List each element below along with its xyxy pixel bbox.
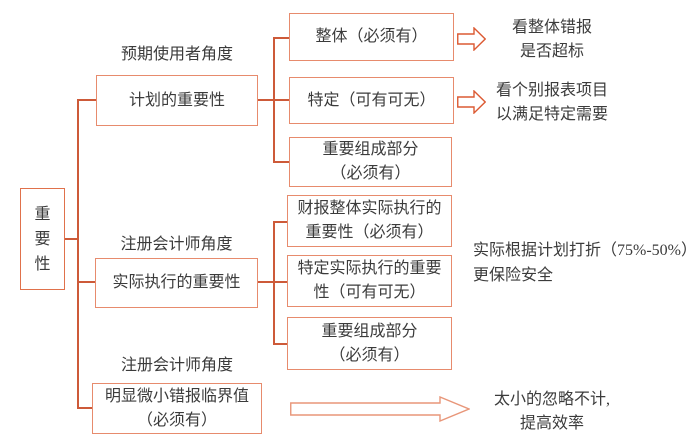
node-specific-performance-line2: 性（可有可无） [313,284,426,301]
node-overall-performance-line1: 财报整体实际执行的 [297,200,442,217]
connector-branch1-vertical [273,37,275,163]
node-materiality-char3: 性 [34,255,51,273]
note-ignore-small-line1: 太小的忽略不计, [493,391,610,408]
node-specific-performance: 特定实际执行的重要 性（可有可无） [287,255,452,307]
node-significant-component-2-line2: （必须有） [329,346,410,364]
label-cpa-perspective-1: 注册会计师角度 [120,236,233,253]
arrow-right-icon [457,90,486,114]
label-cpa-perspective-2: 注册会计师角度 [120,357,233,374]
node-trivial-threshold-line1: 明显微小错报临界值 [104,387,249,405]
note-discount-ratio-line1: 实际根据计划打折（75%-50%） [473,242,697,259]
node-overall-materiality: 整体（必须有） [289,13,454,61]
connector-root-to-trunk [64,238,78,240]
node-specific-performance-line1: 特定实际执行的重要 [297,260,442,277]
connector-branch1-child1 [273,37,290,39]
node-planned-materiality-label: 计划的重要性 [128,91,225,109]
node-significant-component-1-line1: 重要组成部分 [322,141,419,158]
node-overall-performance-line2: 重要性（必须有） [305,224,434,241]
note-ignore-small-line2: 提高效率 [519,415,584,432]
connector-trunk-to-branch1 [77,99,97,101]
arrow-right-icon [457,27,486,51]
note-overall-misstatement-line2: 是否超标 [519,43,584,60]
connector-branch1-child3 [273,161,290,163]
note-specific-need-line1: 看个别报表项目 [495,82,608,99]
node-trivial-threshold-line2: （必须有） [136,411,217,429]
connector-trunk [77,99,79,409]
note-discount-ratio: 实际根据计划打折（75%-50%） 更保险安全 [473,238,699,288]
node-materiality-char1: 重 [34,205,51,223]
long-arrow-right-icon [290,396,470,422]
note-ignore-small: 太小的忽略不计, 提高效率 [472,388,632,436]
node-overall-materiality-label: 整体（必须有） [315,28,428,45]
connector-trunk-to-branch3 [77,407,93,409]
node-significant-component-2-line1: 重要组成部分 [321,322,418,340]
connector-branch2-vertical [273,221,275,345]
node-significant-component-1: 重要组成部分 （必须有） [289,137,452,187]
node-performance-materiality-label: 实际执行的重要性 [112,274,241,291]
node-significant-component-2: 重要组成部分 （必须有） [287,317,452,370]
node-materiality-char2: 要 [34,230,51,248]
label-expected-user-perspective: 预期使用者角度 [120,46,233,63]
node-materiality: 重 要 性 [20,188,65,290]
node-overall-performance: 财报整体实际执行的 重要性（必须有） [287,195,452,247]
node-trivial-threshold: 明显微小错报临界值 （必须有） [92,383,262,434]
node-specific-materiality-label: 特定（可有可无） [307,91,436,109]
note-specific-need-line2: 以满足特定需要 [495,106,608,123]
node-significant-component-1-line2: （必须有） [330,165,411,182]
node-planned-materiality: 计划的重要性 [96,75,258,126]
node-performance-materiality: 实际执行的重要性 [95,258,258,308]
connector-branch2-child1 [273,221,288,223]
connector-branch2-main [257,281,288,283]
note-overall-misstatement-line1: 看整体错报 [511,19,592,36]
note-overall-misstatement: 看整体错报 是否超标 [496,16,608,64]
note-discount-ratio-line2: 更保险安全 [473,267,554,284]
node-specific-materiality: 特定（可有可无） [289,77,454,124]
note-specific-need: 看个别报表项目 以满足特定需要 [488,79,616,127]
connector-branch2-child3 [273,343,288,345]
connector-trunk-to-branch2 [77,281,96,283]
